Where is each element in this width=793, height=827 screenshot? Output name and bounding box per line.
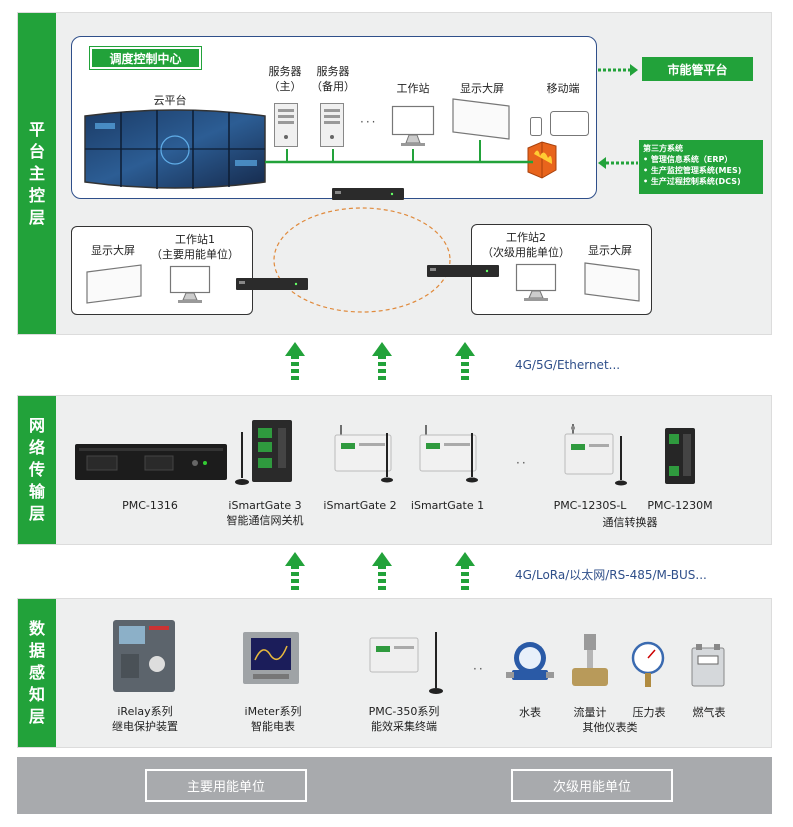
ismartgate1-image [419,425,478,483]
sensing-device-label: 水表 [519,706,541,719]
pmc-1316-image [75,444,227,480]
server-main-label: 服务器 （主） [268,65,302,93]
network-device-label: iSmartGate 3 智能通信网关机 [226,499,304,527]
units-bar [17,757,772,814]
cloud-label: 云平台 [153,94,187,107]
third-party-item: • 生产过程控制系统(DCS) [643,177,741,186]
left-workstation-icon [169,265,211,303]
right-workstation-icon [515,263,557,301]
network-device-label: PMC-1230M [647,499,713,512]
right-switch-icon [427,265,499,277]
sensing-device-label: iRelay系列 继电保护装置 [112,705,178,733]
workstation-label: 工作站 [396,82,430,95]
network-device-label: iSmartGate 2 [323,499,397,512]
other-meters-label: 其他仪表类 [582,721,638,734]
third-party-arrow [598,157,638,169]
core-switch-icon [332,188,404,200]
sensing-device-label: 流量计 [573,706,607,719]
server-backup-icon [320,103,344,147]
pmc-1230s-l-image [564,424,627,486]
up-arrow [455,342,475,380]
up-arrow [455,552,475,590]
network-device-label: PMC-1230S-L [553,499,627,512]
sensing-protocol-label: 4G/LoRa/以太网/RS-485/M-BUS... [515,568,707,582]
pmc-350-image [369,632,443,694]
sensing-device-label: iMeter系列 智能电表 [244,705,302,733]
mobile-icon [530,111,589,136]
city-platform-arrow [598,64,638,76]
display-icon [452,98,510,140]
converter-label: 通信转换器 [602,516,658,529]
left-workstation-label: 工作站1 （主要用能单位） [151,233,239,261]
water-meter-icon [506,642,554,680]
network-layer: 网络传输层 [17,395,772,545]
network-device-label: PMC-1316 [122,499,178,512]
sensing-layer-label: 数据感知层 [18,599,56,747]
third-party-item: • 生产监控管理系统(MES) [643,166,742,175]
pmc-1230m-image [665,428,695,484]
right-display-icon [584,262,640,302]
network-device-label: iSmartGate 1 [410,499,485,512]
sensing-ellipsis: ·· [473,662,485,676]
platform-layer-label: 平台主控层 [18,13,56,334]
gas-meter-icon [691,644,725,687]
control-bus-line [265,140,533,164]
flow-meter-icon [572,634,608,686]
left-display-label: 显示大屏 [91,244,135,257]
sensing-device-label: 压力表 [632,706,666,719]
left-display-icon [86,264,142,304]
firewall-icon [527,141,557,179]
platform-ellipsis: ··· [360,115,378,129]
sensing-device-label: PMC-350系列 能效采集终端 [368,705,440,733]
up-arrow [372,552,392,590]
server-backup-label: 服务器 （备用） [311,65,355,93]
ismartgate2-image [334,425,393,483]
network-ellipsis: ·· [516,456,528,470]
workstation-icon [391,105,435,146]
left-switch-icon [236,278,308,290]
pressure-gauge-icon [631,641,665,687]
irelay-image [113,620,175,692]
up-arrow [372,342,392,380]
primary-unit-box: 主要用能单位 [145,769,307,802]
right-display-label: 显示大屏 [588,244,632,257]
ismartgate3-image [235,420,292,485]
network-protocol-label: 4G/5G/Ethernet... [515,358,621,372]
third-party-box: 第三方系统 • 管理信息系统（ERP） • 生产监控管理系统(MES) • 生产… [639,140,763,194]
mobile-label: 移动端 [546,82,580,95]
secondary-unit-box: 次级用能单位 [511,769,673,802]
up-arrow [285,342,305,380]
server-main-icon [274,103,298,147]
ring-network [273,207,451,313]
sensing-device-label: 燃气表 [692,706,726,719]
network-layer-label: 网络传输层 [18,396,56,544]
third-party-title: 第三方系统 [643,144,683,153]
cloud-screen-image [84,109,266,189]
up-arrow [285,552,305,590]
display-label: 显示大屏 [460,82,504,95]
city-platform-box: 市能管平台 [642,57,753,81]
control-center-title: 调度控制中心 [89,46,202,70]
right-workstation-label: 工作站2 （次级用能单位） [482,231,570,259]
imeter-image [243,632,299,684]
third-party-item: • 管理信息系统（ERP） [643,155,733,164]
